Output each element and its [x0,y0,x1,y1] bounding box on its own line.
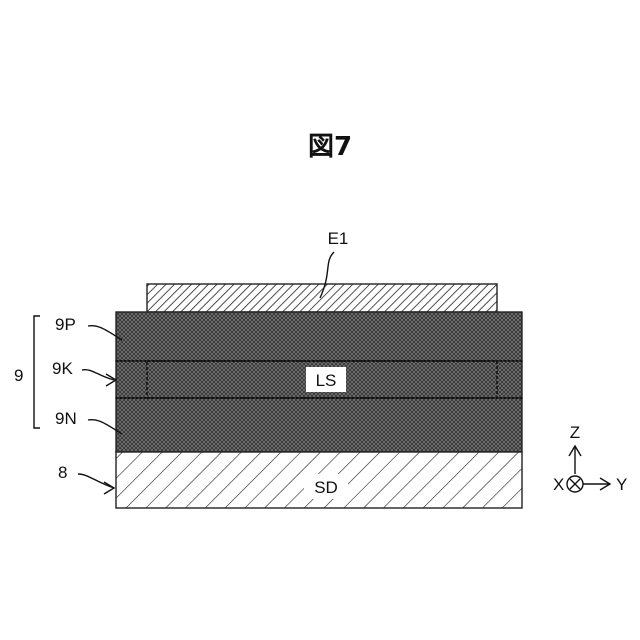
leader-8 [78,474,114,488]
bracket-9 [34,316,40,428]
layer-9p [116,312,522,361]
electrode-e1 [147,284,497,312]
label-8: 8 [58,463,67,482]
axis-x-label: X [553,475,564,494]
figure-title: 図7 [308,132,352,162]
axis-y-label: Y [616,475,627,494]
label-9p: 9P [55,315,76,334]
label-9: 9 [14,366,23,385]
axis-z-label: Z [570,423,580,442]
layer-9n [116,398,522,452]
label-ls: LS [316,371,337,390]
arrow-9k [106,374,116,386]
label-9n: 9N [55,409,77,428]
label-9k: 9K [52,359,73,378]
label-sd: SD [314,478,338,497]
label-e1: E1 [328,229,349,248]
leader-9k [82,370,114,380]
